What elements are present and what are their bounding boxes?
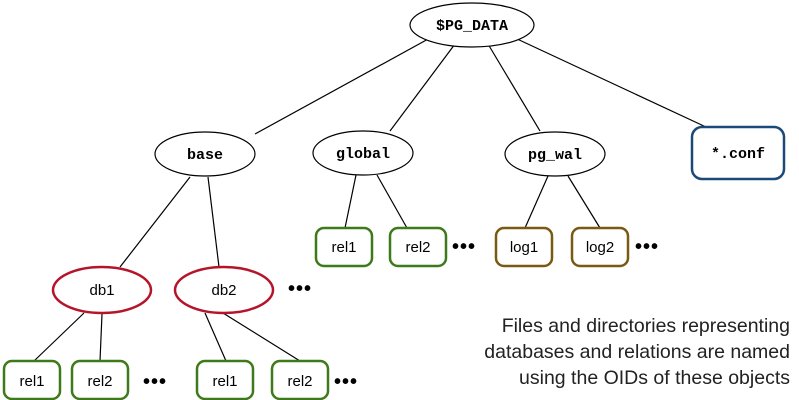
- node-wal-log1: log1: [494, 226, 554, 268]
- edge-pgwal-log1: [524, 175, 549, 229]
- edge-pgwal-log2: [567, 175, 601, 229]
- node-global-rel1: rel1: [314, 226, 374, 268]
- node-db2-label: db2: [211, 282, 236, 299]
- node-pgdata-label: $PG_DATA: [436, 18, 508, 35]
- node-db2-rel2-label: rel2: [287, 373, 312, 390]
- edge-base-db2: [207, 176, 220, 268]
- node-db1-rel1-label: rel1: [19, 373, 44, 390]
- caption-line-2: databases and relations are named: [484, 341, 790, 363]
- node-db2-rel1: rel1: [195, 359, 255, 400]
- node-db1: db1: [51, 265, 153, 315]
- edge-db2-rel1: [204, 312, 227, 362]
- global-ellipsis: •••: [452, 236, 476, 258]
- caption-line-1: Files and directories representing: [501, 315, 790, 337]
- caption-line-3: using the OIDs of these objects: [519, 367, 790, 389]
- edge-root-pgwal: [487, 43, 541, 132]
- node-db1-rel2-label: rel2: [87, 373, 112, 390]
- node-db2-rel2: rel2: [270, 359, 330, 400]
- node-pgwal-label: pg_wal: [528, 147, 582, 164]
- edge-db2-rel2: [222, 312, 301, 362]
- node-global-rel2-label: rel2: [405, 239, 430, 256]
- node-base: base: [154, 131, 256, 177]
- node-global-rel1-label: rel1: [331, 239, 356, 256]
- node-global: global: [312, 130, 414, 176]
- db2-ellipsis: •••: [334, 371, 358, 393]
- node-db1-rel1: rel1: [2, 359, 62, 400]
- node-db2: db2: [173, 265, 275, 315]
- edge-root-conf: [514, 37, 707, 128]
- edge-global-rel1: [344, 174, 357, 229]
- edge-root-global: [389, 43, 456, 132]
- node-db1-rel2: rel2: [70, 359, 130, 400]
- diagram-caption: Files and directories representing datab…: [430, 313, 790, 391]
- node-wal-log1-label: log1: [510, 239, 538, 256]
- node-global-label: global: [336, 146, 390, 163]
- node-db2-rel1-label: rel1: [212, 373, 237, 390]
- node-db1-label: db1: [89, 282, 114, 299]
- node-conf-label: *.conf: [711, 146, 765, 163]
- wal-ellipsis: •••: [635, 236, 659, 258]
- tree-edges: [33, 37, 707, 362]
- db-ellipsis: •••: [288, 278, 312, 300]
- node-pgwal: pg_wal: [504, 131, 606, 177]
- edge-base-db1: [119, 176, 191, 268]
- node-global-rel2: rel2: [388, 226, 448, 268]
- node-pgdata: $PG_DATA: [409, 2, 535, 48]
- node-base-label: base: [187, 147, 223, 164]
- node-wal-log2-label: log2: [586, 239, 614, 256]
- db1-ellipsis: •••: [143, 371, 167, 393]
- edge-db1-rel1: [33, 312, 85, 362]
- edge-db1-rel2: [99, 313, 103, 362]
- node-conf: *.conf: [690, 125, 786, 181]
- edge-root-base: [254, 37, 431, 135]
- edge-global-rel2: [376, 174, 408, 229]
- node-wal-log2: log2: [570, 226, 630, 268]
